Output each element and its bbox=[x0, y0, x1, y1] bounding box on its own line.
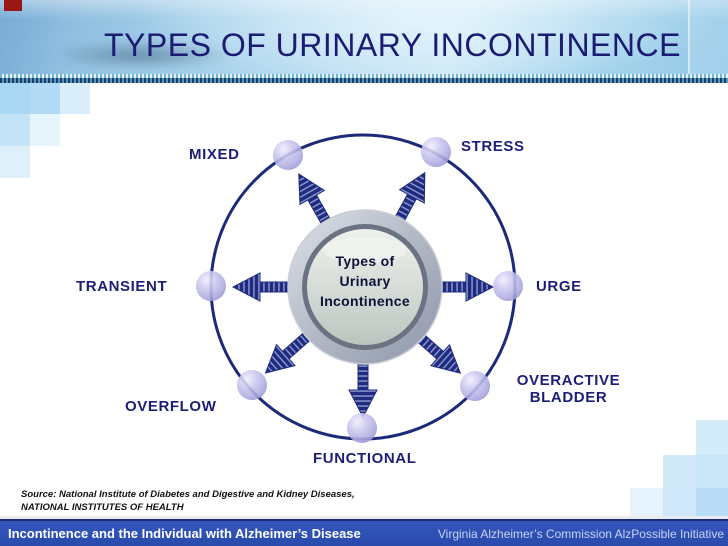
pixel-square bbox=[0, 114, 30, 146]
tick-band-dark bbox=[0, 78, 728, 83]
footer-presentation-title: Incontinence and the Individual with Alz… bbox=[8, 526, 361, 541]
footer-dark-divider bbox=[0, 519, 728, 521]
source-note: Source: National Institute of Diabetes a… bbox=[21, 489, 441, 514]
label-overactive-line1: OVERACTIVE bbox=[516, 372, 621, 389]
header-seam-line bbox=[688, 0, 690, 74]
label-transient: TRANSIENT bbox=[76, 278, 168, 295]
pixel-square bbox=[630, 488, 663, 516]
pixel-square bbox=[663, 455, 696, 488]
red-accent-square bbox=[4, 0, 22, 11]
hub-text-line2: Urinary bbox=[339, 273, 391, 289]
node-sphere-overactive bbox=[460, 371, 490, 401]
slide-title: TYPES OF URINARY INCONTINENCE bbox=[104, 27, 681, 63]
pixel-square bbox=[696, 455, 728, 488]
pixel-square bbox=[663, 488, 696, 516]
label-mixed: MIXED bbox=[189, 146, 240, 163]
label-functional: FUNCTIONAL bbox=[313, 450, 417, 467]
label-overflow: OVERFLOW bbox=[125, 398, 217, 415]
source-line2: NATIONAL INSTITUTES OF HEALTH bbox=[21, 501, 184, 513]
pixel-square bbox=[696, 488, 728, 516]
header-photo-smudge bbox=[62, 40, 237, 68]
node-sphere-functional bbox=[347, 413, 377, 443]
pixel-square bbox=[30, 83, 60, 114]
label-overactive-bladder: OVERACTIVE BLADDER bbox=[496, 372, 641, 406]
hub-highlight bbox=[323, 237, 407, 263]
hub-text: Types of Urinary Incontinence bbox=[293, 251, 437, 311]
header-banner: TYPES OF URINARY INCONTINENCE bbox=[0, 0, 728, 74]
pixel-square bbox=[0, 83, 30, 114]
footer-bar: Incontinence and the Individual with Alz… bbox=[0, 521, 728, 546]
node-sphere-overflow bbox=[237, 370, 267, 400]
tick-band-light bbox=[0, 74, 728, 78]
label-overactive-line2: BLADDER bbox=[529, 389, 608, 406]
pixel-square bbox=[60, 83, 90, 114]
pixel-square bbox=[30, 114, 60, 146]
source-line1: Source: National Institute of Diabetes a… bbox=[21, 489, 355, 500]
footer-organization: Virginia Alzheimer’s Commission AlzPossi… bbox=[437, 526, 724, 541]
pixel-square bbox=[0, 146, 30, 178]
node-sphere-mixed bbox=[273, 140, 303, 170]
header-right-column bbox=[690, 0, 728, 74]
node-sphere-stress bbox=[421, 137, 451, 167]
footer-light-divider bbox=[0, 516, 728, 519]
label-stress: STRESS bbox=[461, 138, 525, 155]
hub-text-line3: Incontinence bbox=[320, 293, 410, 309]
node-sphere-urge bbox=[493, 271, 523, 301]
label-urge: URGE bbox=[536, 278, 582, 295]
hub-text-line1: Types of bbox=[335, 253, 395, 269]
node-sphere-transient bbox=[196, 271, 226, 301]
pixel-square bbox=[696, 420, 728, 455]
